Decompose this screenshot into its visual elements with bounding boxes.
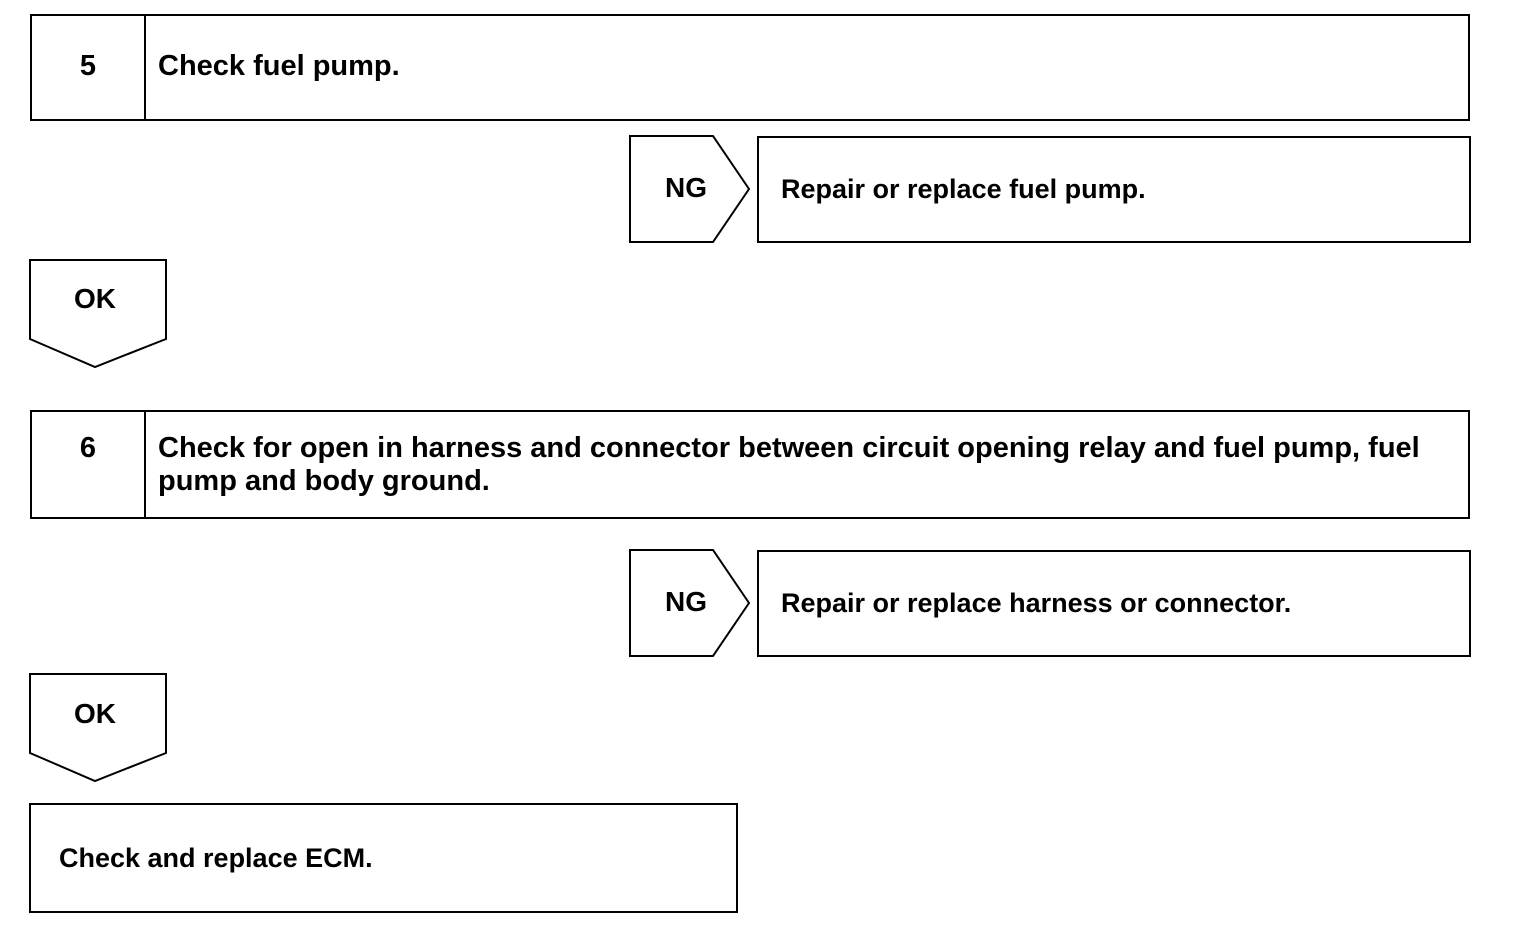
step-5-text: Check fuel pump. — [158, 50, 400, 82]
step-6-box: 6 Check for open in harness and connecto… — [30, 410, 1470, 519]
step-6-number: 6 — [32, 412, 146, 517]
step-5-ng-result-text: Repair or replace fuel pump. — [781, 174, 1146, 204]
step-5-ng-arrow — [629, 135, 751, 243]
step-6-ng-arrow — [629, 549, 751, 657]
step-6-ok-label: OK — [74, 698, 116, 729]
step-5-ok-label: OK — [74, 283, 116, 314]
final-action-text: Check and replace ECM. — [59, 842, 373, 873]
step-5-ok-arrow — [29, 259, 167, 369]
step-6-ng-result-text: Repair or replace harness or connector. — [781, 588, 1292, 618]
final-action-box: Check and replace ECM. — [29, 803, 738, 913]
step-5-ng-result-box: Repair or replace fuel pump. — [757, 136, 1471, 243]
step-5-number: 5 — [32, 16, 146, 119]
step-5-ng-label: NG — [665, 172, 707, 203]
step-5-box: 5 Check fuel pump. — [30, 14, 1470, 121]
step-6-text: Check for open in harness and connector … — [158, 432, 1420, 497]
step-6-ok-arrow — [29, 673, 167, 783]
step-6-ng-label: NG — [665, 586, 707, 617]
step-6-ng-result-box: Repair or replace harness or connector. — [757, 550, 1471, 657]
